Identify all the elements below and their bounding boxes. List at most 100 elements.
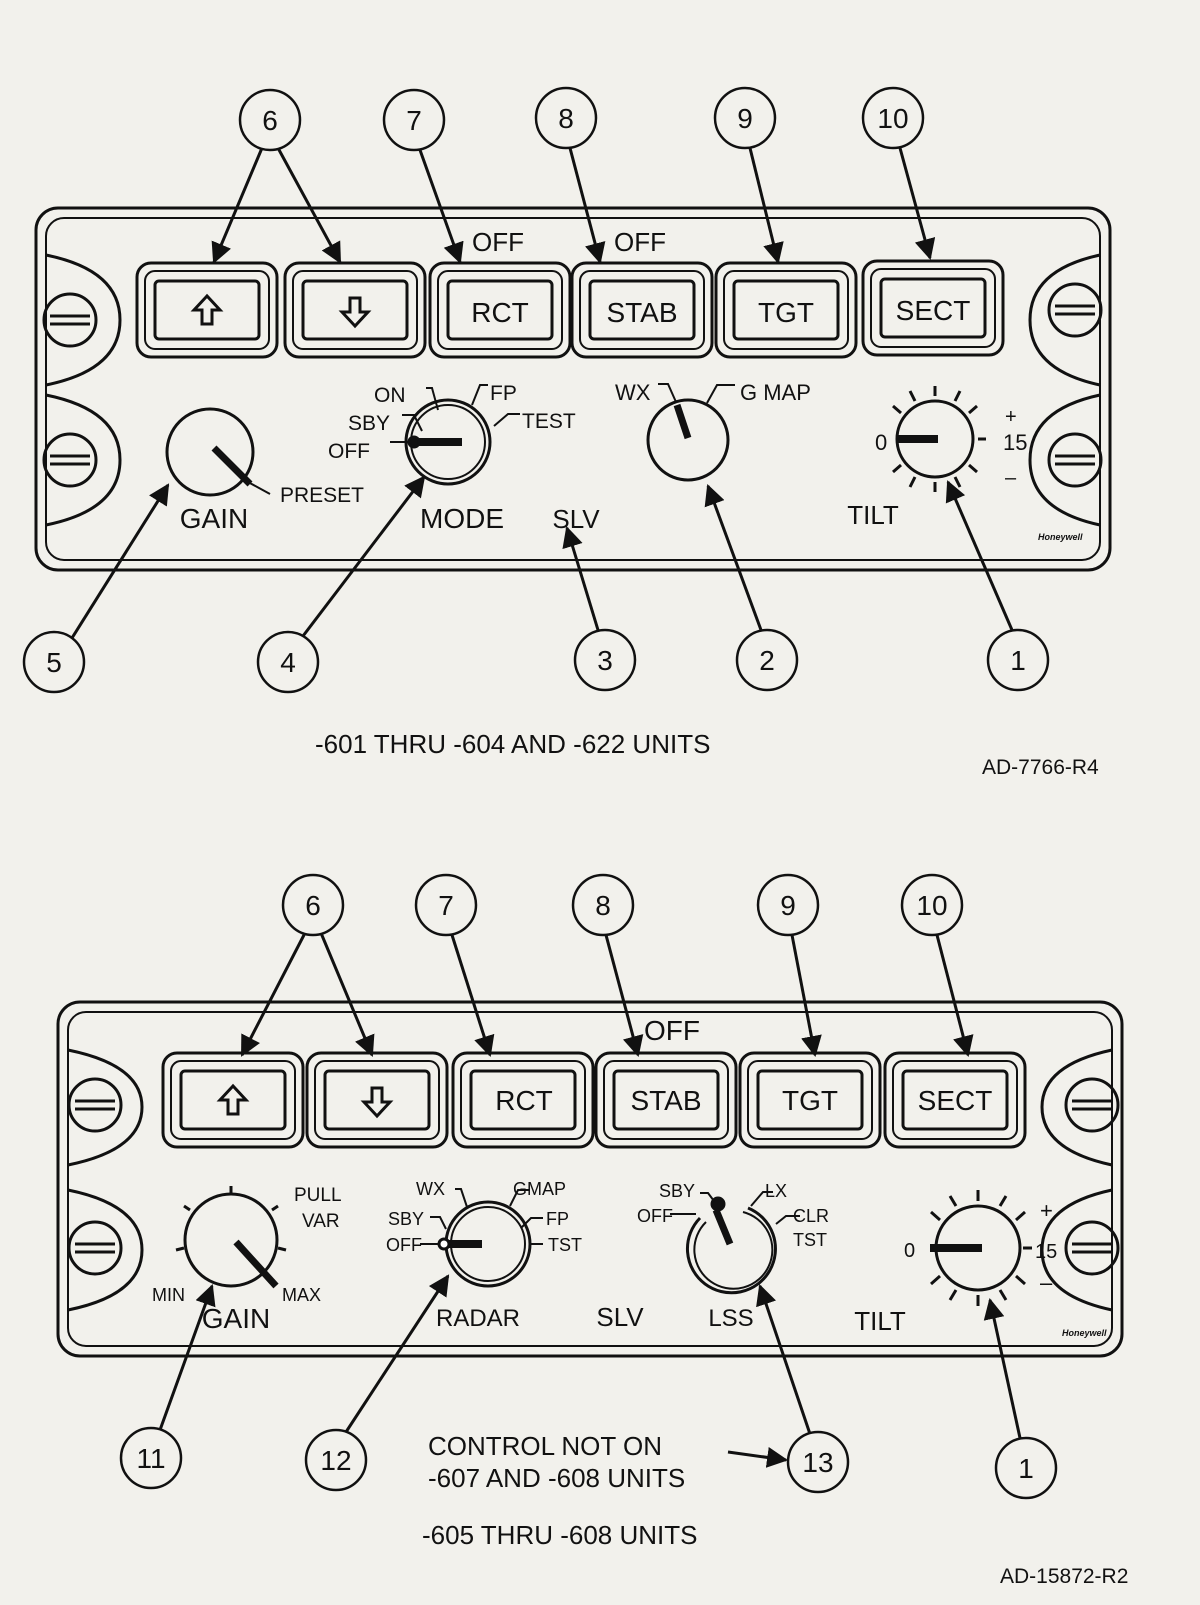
sect-button-label: SECT [918,1085,993,1116]
callout-3-label: 3 [597,645,613,676]
callout-1-top [986,628,1050,692]
callout-4-top [256,630,320,694]
tilt-zero-label: 0 [875,430,887,455]
sect-button-label: SECT [896,295,971,326]
gain-knob[interactable] [175,1186,287,1289]
callout-8-label: 8 [595,890,611,921]
stab-button-label: STAB [606,297,677,328]
screw-left-top [42,253,122,387]
sect-button[interactable] [861,259,1005,357]
rct-button[interactable] [428,261,572,359]
bottom-diagram-text: 6 7 8 9 10 11 12 13 1 OFF RCT STAB TGT S… [136,890,1033,1484]
gain-up-button[interactable] [135,261,279,359]
tgt-button-label: TGT [758,297,814,328]
stab-button[interactable] [594,1051,738,1149]
callout-9-label: 9 [737,103,753,134]
callout-11-label: 11 [136,1443,165,1474]
radar-mode-knob[interactable] [420,1188,543,1288]
lss-sby-label: SBY [659,1181,695,1201]
callout-12-label: 12 [320,1445,351,1476]
slv-label: SLV [552,504,600,534]
tilt-minus-label: – [1005,467,1017,489]
callout-12-bottom [304,1428,368,1492]
mode-fp-label: FP [490,382,517,405]
callout-6-label: 6 [262,105,278,136]
gain-var-label: VAR [302,1211,340,1232]
callout-6-bottom [281,873,345,937]
callout-9-label: 9 [780,890,796,921]
callout-6-label: 6 [305,890,321,921]
rct-button-label: RCT [471,297,529,328]
bottom-figure-id: AD-15872-R2 [1000,1565,1128,1588]
screw-right-bottom [1040,1188,1120,1312]
bottom-knob-position-labels: PULL VAR MIN MAX WX GMAP SBY FP OFF TST … [152,1179,1128,1588]
lss-switch[interactable] [670,1191,800,1295]
mode-on-label: ON [374,384,406,407]
gain-knob[interactable] [165,407,271,497]
tilt-knob[interactable] [930,1190,1032,1306]
wx-label: WX [615,380,651,405]
tilt-label: TILT [854,1306,906,1336]
gmap-label: G MAP [740,380,811,405]
tgt-button-label: TGT [782,1085,838,1116]
tilt-plus-label: + [1040,1198,1053,1223]
screw-left-bottom [67,1188,144,1312]
note-line-1: CONTROL NOT ON [428,1431,662,1461]
callout-8-top [534,86,598,150]
gain-down-button[interactable] [283,261,427,359]
callout-9-top [713,86,777,150]
callout-4-label: 4 [280,647,296,678]
radar-sby-label: SBY [388,1209,424,1229]
gain-min-label: MIN [152,1285,185,1305]
wx-gmap-switch[interactable] [646,383,735,482]
lss-off-label: OFF [637,1206,673,1226]
screw-right-top [1028,253,1103,387]
gain-label: GAIN [180,503,248,534]
callout-7-top [382,88,446,152]
lss-label: LSS [708,1305,753,1332]
stab-button[interactable] [570,261,714,359]
callout-1-label: 1 [1018,1453,1034,1484]
top-diagram-text: 6 7 8 9 10 5 4 3 2 1 OFF OFF RCT STAB TG… [46,103,1026,678]
callout-13-label: 13 [802,1447,833,1478]
tilt-plus-label: + [1005,406,1017,428]
tilt-knob[interactable] [892,386,986,492]
gain-max-label: MAX [282,1285,321,1305]
callout-7-label: 7 [406,105,422,136]
bottom-callout-circles [119,873,1058,1500]
lss-lx-label: LX [765,1181,787,1201]
callout-3-top [573,628,637,692]
gain-scale-ticks [175,1186,287,1252]
mode-sby-label: SBY [348,412,390,435]
gain-pull-label: PULL [294,1185,342,1206]
tgt-button[interactable] [714,261,858,359]
callout-1-bottom [994,1436,1058,1500]
screw-right-top [1040,1048,1120,1167]
callout-9-bottom [756,873,820,937]
top-figure-id: AD-7766-R4 [982,756,1099,779]
callout-7-bottom [414,873,478,937]
callout-1-label: 1 [1010,645,1026,676]
bottom-leader-arrows [158,932,1022,1468]
tilt-fifteen-label: 15 [1003,430,1027,455]
top-control-panel-diagram [22,86,1112,694]
lss-clr-label: CLR [793,1206,829,1226]
rct-button[interactable] [451,1051,595,1149]
callout-5-label: 5 [46,647,62,678]
gain-up-button[interactable] [161,1051,305,1149]
top-caption: -601 THRU -604 AND -622 UNITS [315,729,710,759]
up-arrow-icon [216,1083,250,1116]
mode-knob[interactable] [390,384,520,486]
mode-test-label: TEST [522,410,576,433]
top-leader-arrows [70,147,1014,639]
tilt-label: TILT [847,500,899,530]
panel-outer-edge [56,1000,1124,1358]
gain-down-button[interactable] [305,1051,449,1149]
callout-10-top [861,86,925,150]
gain-preset-label: PRESET [280,484,364,507]
top-knob-position-labels: ON SBY OFF FP TEST WX G MAP 0 15 + – Hon… [315,380,1099,779]
callout-8-bottom [571,873,635,937]
tilt-scale-ticks [930,1190,1032,1306]
callout-7-label: 7 [438,890,454,921]
